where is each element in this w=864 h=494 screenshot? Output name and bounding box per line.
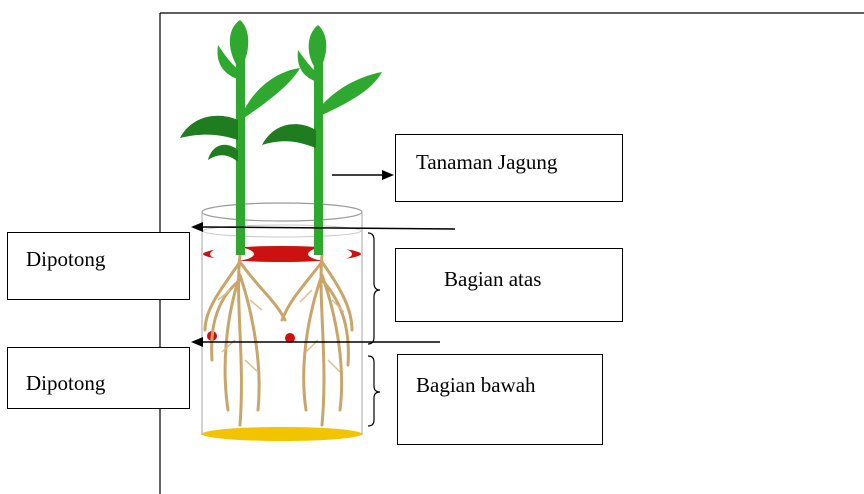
label-box-dipotong-bottom: Dipotong <box>7 347 190 409</box>
yellow-base <box>202 427 362 441</box>
label-box-dipotong-top: Dipotong <box>7 232 190 300</box>
label-tanaman-jagung: Tanaman Jagung <box>416 150 557 175</box>
label-dipotong-top: Dipotong <box>26 247 105 272</box>
label-bagian-bawah: Bagian bawah <box>416 373 536 398</box>
band-hole-left <box>210 247 254 261</box>
label-box-bagian-atas: Bagian atas <box>395 248 623 322</box>
label-bagian-atas: Bagian atas <box>444 267 541 292</box>
brace-bagian-bawah <box>368 356 380 426</box>
glass-rim <box>202 203 362 221</box>
roots <box>205 255 352 425</box>
brace-bagian-atas <box>368 233 380 344</box>
arrow-to-tanaman <box>332 170 394 180</box>
label-box-bagian-bawah: Bagian bawah <box>397 354 603 445</box>
label-dipotong-bottom: Dipotong <box>26 371 105 396</box>
label-box-tanaman-jagung: Tanaman Jagung <box>395 134 623 202</box>
